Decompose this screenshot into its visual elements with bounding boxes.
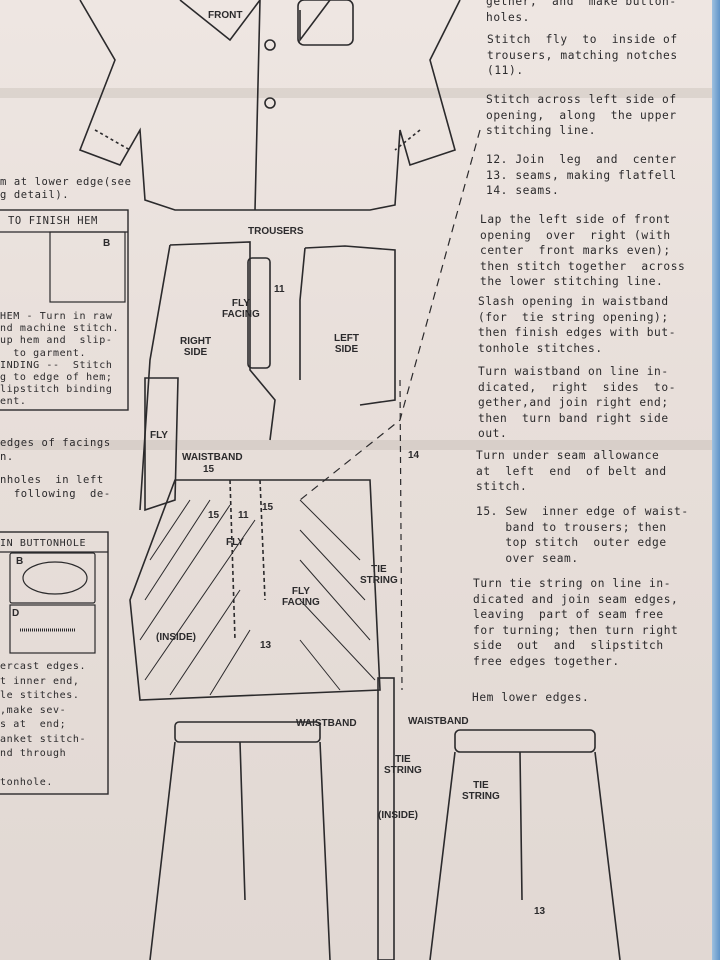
instruction-text: Hem lower edges.	[472, 691, 590, 704]
label-13: 13	[534, 906, 546, 917]
trousers-inside-drawing	[129, 479, 381, 701]
label-15: 15	[208, 510, 220, 521]
label-step-b: B	[16, 556, 24, 567]
label-waistband: WAISTBAND	[296, 718, 357, 729]
trousers-bottom-drawing	[149, 677, 621, 960]
paper-fold	[0, 440, 712, 450]
label-14: 14	[408, 450, 420, 461]
instruction-text: Turn tie string on line in- dicated and …	[473, 577, 679, 668]
instruction-text: Stitch fly to inside of trousers, matchi…	[487, 33, 678, 77]
label-13: 13	[260, 640, 272, 651]
label-tie-string: TIE STRING	[462, 780, 500, 802]
background-edge	[712, 0, 720, 960]
label-15: 15	[262, 502, 274, 513]
label-fly: FLY	[150, 430, 168, 441]
instruction-text: Lap the left side of front opening over …	[480, 213, 686, 288]
label-right-side: RIGHT SIDE	[180, 336, 212, 358]
label-tie-string: TIE STRING	[360, 564, 398, 586]
label-fly: FLY	[226, 537, 244, 548]
label-inside: (INSIDE)	[156, 632, 196, 643]
shirt-drawing	[78, 0, 461, 211]
label-15: 15	[203, 464, 215, 475]
label-fly-facing: FLY FACING	[222, 298, 260, 320]
instruction-step-12-14: 12. Join leg and center 13. seams, makin…	[486, 153, 677, 197]
label-step-b: B	[103, 238, 111, 249]
label-notch-11: 11	[274, 284, 285, 295]
finish-hem-text: HEM - Turn in raw nd machine stitch. up …	[0, 311, 120, 408]
label-trousers: TROUSERS	[248, 226, 304, 237]
label-waistband: WAISTBAND	[408, 716, 469, 727]
trousers-drawing	[139, 241, 396, 512]
instruction-text: Slash opening in waistband (for tie stri…	[478, 295, 677, 355]
label-11: 11	[238, 510, 249, 521]
label-front: FRONT	[208, 10, 243, 21]
buttonhole-text: ercast edges. t inner end, le stitches. …	[0, 661, 87, 788]
instruction-text: gether, and make button- holes.	[486, 0, 677, 24]
label-left-side: LEFT SIDE	[334, 333, 359, 355]
buttonholes-text: nholes in left following de-	[0, 474, 111, 500]
facings-text: edges of facings n.	[0, 437, 111, 463]
buttonhole-title: IN BUTTONHOLE	[0, 538, 87, 549]
instruction-step-15: 15. Sew inner edge of waist- band to tro…	[476, 505, 689, 565]
hem-note: m at lower edge(see g detail).	[0, 176, 132, 201]
instruction-text: Turn waistband on line in- dicated, righ…	[478, 365, 677, 440]
label-tie-string: TIE STRING	[384, 754, 422, 776]
label-fly-facing: FLY FACING	[282, 586, 320, 608]
label-step-d: D	[12, 608, 20, 619]
finish-hem-title: TO FINISH HEM	[8, 215, 98, 227]
instruction-text: Turn under seam allowance at left end of…	[476, 449, 667, 493]
label-inside: (INSIDE)	[378, 810, 418, 821]
label-waistband: WAISTBAND	[182, 452, 243, 463]
paper-fold	[0, 88, 712, 98]
instruction-text: Stitch across left side of opening, alon…	[486, 93, 677, 137]
